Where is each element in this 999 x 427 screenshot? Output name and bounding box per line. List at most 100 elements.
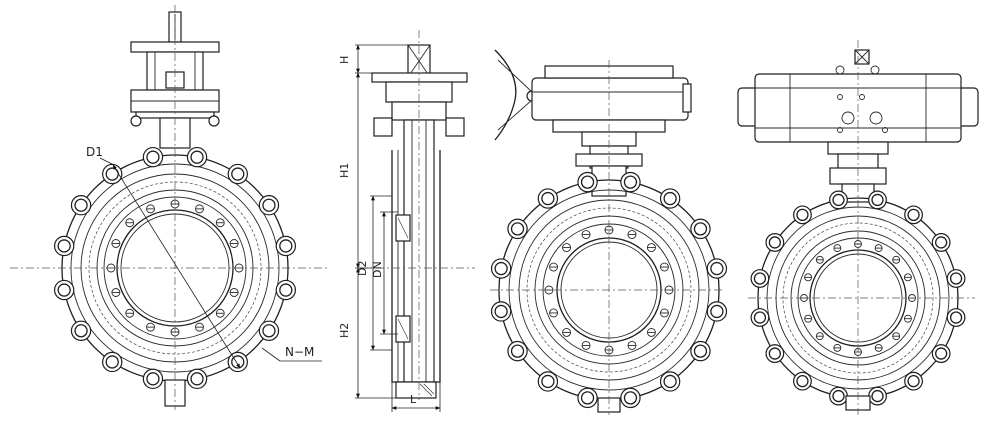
lug-hole [510,222,525,236]
lug-hole [74,198,88,212]
h-label: H [338,56,351,64]
lug-hole [832,193,845,207]
lug-hole [768,347,782,360]
lug-hole [710,304,724,319]
lug-hole [190,150,204,164]
lug-hole [190,372,204,386]
lug-boss [793,205,812,225]
lug-boss [186,146,208,168]
lug-boss [750,269,770,288]
h1-label: H1 [338,163,351,178]
lug-boss [659,188,681,209]
pneumatic-actuator-view [737,40,979,415]
lug-boss [507,218,528,240]
dn-label: DN [371,261,384,278]
lug-boss [931,344,951,363]
lug-hole [832,389,845,403]
lug-boss [186,368,208,390]
lug-hole [623,391,638,405]
lug-boss [765,344,785,363]
lug-boss [102,351,123,373]
lug-boss [70,320,92,341]
lug-hole [934,236,948,249]
lug-boss [70,195,92,216]
front-view-dimensioned: D1 N−M [10,5,330,410]
lug-hole [871,193,884,207]
lug-boss [793,371,812,391]
lug-hole [262,198,276,212]
lug-boss [690,218,711,240]
lug-boss [946,269,966,288]
lug-boss [537,188,559,209]
lug-boss [53,235,75,257]
lug-hole [74,324,88,338]
lug-hole [753,272,767,285]
lug-hole [580,391,595,405]
lug-boss [620,387,641,409]
lug-hole [907,208,920,222]
lug-boss [53,279,75,301]
d1-label: D1 [86,145,103,159]
lug-hole [146,372,160,386]
lug-hole [146,150,160,164]
lug-hole [57,283,71,297]
lug-hole [710,261,724,276]
lug-boss [829,386,848,406]
lug-boss [868,386,887,406]
lug-boss [706,301,728,322]
lug-boss [706,258,728,279]
lug-hole [623,175,638,189]
lug-boss [227,163,248,185]
lug-boss [904,371,923,391]
lug-hole [262,324,276,338]
l-label: L [410,393,417,406]
lug-boss [490,258,512,279]
d2-label: D2 [356,261,369,276]
lug-hole [949,311,963,324]
lug-boss [931,233,951,252]
lug-hole [949,272,963,285]
lug-hole [580,175,595,189]
lug-hole [796,208,809,222]
lug-hole [693,344,708,358]
lug-boss [829,190,848,210]
d1-dimension-line [112,164,241,369]
lug-boss [142,368,164,390]
lug-boss [275,279,297,301]
lug-boss [258,195,280,216]
lug-boss [577,387,598,409]
lug-hole [663,191,677,206]
lug-hole [934,347,948,360]
lug-hole [796,374,809,388]
lug-hole [541,374,555,389]
lug-hole [57,239,71,253]
lug-hole [494,304,508,319]
handwheel-icon [494,49,517,141]
nm-label: N−M [285,345,314,359]
lug-hole [907,374,920,388]
lug-boss [490,301,512,322]
lug-hole [871,389,884,403]
lug-boss [577,171,598,193]
lug-boss [904,205,923,225]
lug-hole [768,236,782,249]
gear-operator-view [490,49,728,415]
lug-hole [693,222,708,236]
side-section-view: H H1 H2 D2 DN L [338,30,475,412]
h2-label: H2 [338,323,351,338]
lug-boss [620,171,641,193]
lug-boss [765,233,785,252]
lug-boss [142,146,164,168]
lug-boss [946,308,966,327]
lug-boss [275,235,297,257]
lug-hole [663,374,677,389]
lug-hole [510,344,525,358]
lug-boss [750,308,770,327]
lug-boss [868,190,887,210]
lug-hole [279,239,293,253]
lug-boss [659,371,681,392]
lug-boss [507,340,528,362]
lug-boss [690,340,711,362]
lug-hole [541,191,555,206]
